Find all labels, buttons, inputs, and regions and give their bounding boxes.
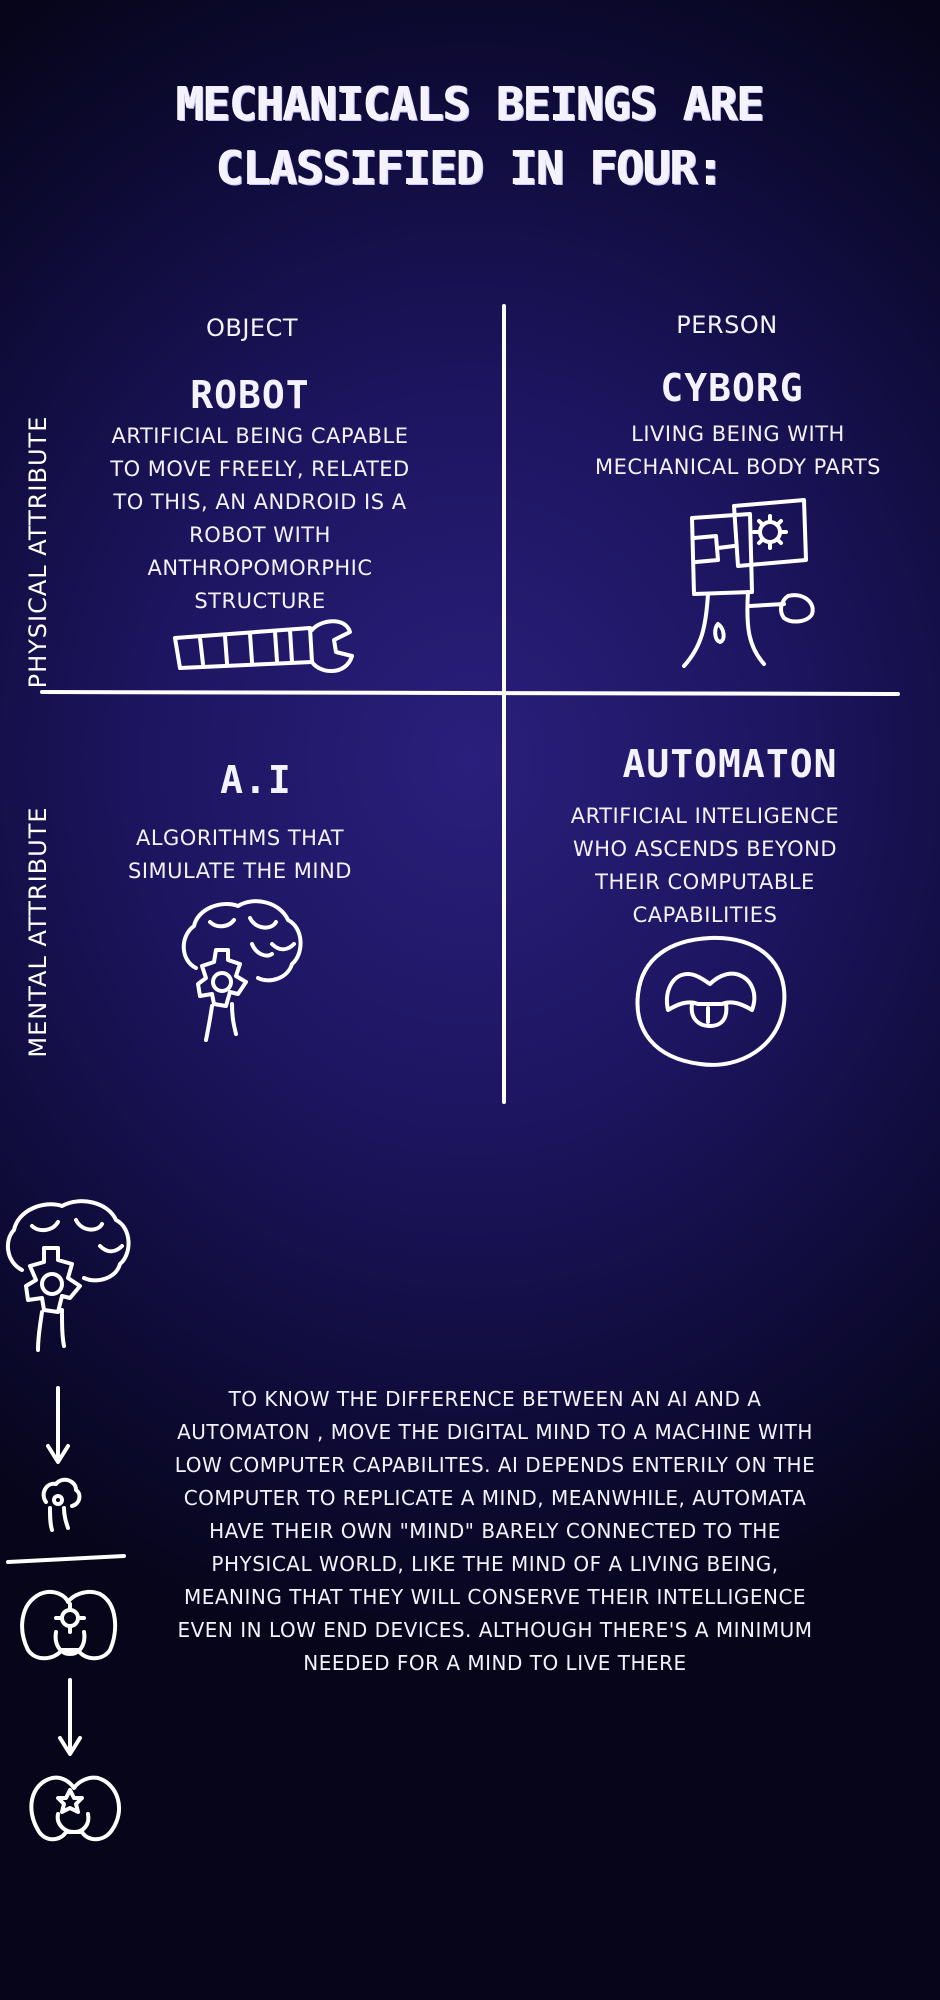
ai-description: ALGORITHMS THAT SIMULATE THE MIND [128, 826, 352, 883]
small-brain-gear-icon [41, 1477, 82, 1532]
large-brain-gear-icon [5, 1199, 131, 1352]
robot-arm-icon [173, 619, 354, 673]
automaton-large-icon [20, 1589, 118, 1661]
row-label-mental: MENTAL ATTRIBUTE [24, 806, 52, 1058]
automaton-description: ARTIFICIAL INTELIGENCE WHO ASCENDS BEYON… [570, 804, 840, 927]
automaton-mind-icon [635, 935, 787, 1067]
column-label-person: PERSON [676, 311, 778, 339]
robot-description: ARTIFICIAL BEING CAPABLE TO MOVE FREELY,… [110, 424, 410, 613]
down-arrow-icon [46, 1386, 70, 1464]
divider-line [6, 1554, 126, 1564]
down-arrow-icon-2 [58, 1678, 82, 1756]
automaton-small-icon [29, 1775, 122, 1842]
brain-gear-icon [181, 899, 303, 1042]
comparison-diagram [5, 1199, 131, 1842]
robot-heading: ROBOT [190, 373, 310, 417]
quadrant-axes [0, 0, 940, 1120]
ai-heading: A.I [220, 758, 292, 802]
cyborg-icon [682, 498, 815, 668]
cyborg-heading: CYBORG [660, 366, 804, 410]
page-title: MECHANICALS BEINGS ARE CLASSIFIED IN FOU… [176, 77, 764, 195]
explanation-paragraph: TO KNOW THE DIFFERENCE BETWEEN AN AI AND… [174, 1387, 816, 1675]
horizontal-axis-line [40, 690, 900, 696]
cyborg-description: LIVING BEING WITH MECHANICAL BODY PARTS [594, 422, 881, 479]
row-label-physical: PHYSICAL ATTRIBUTE [24, 415, 52, 689]
column-label-object: OBJECT [205, 314, 298, 342]
automaton-heading: AUTOMATON [622, 742, 838, 786]
